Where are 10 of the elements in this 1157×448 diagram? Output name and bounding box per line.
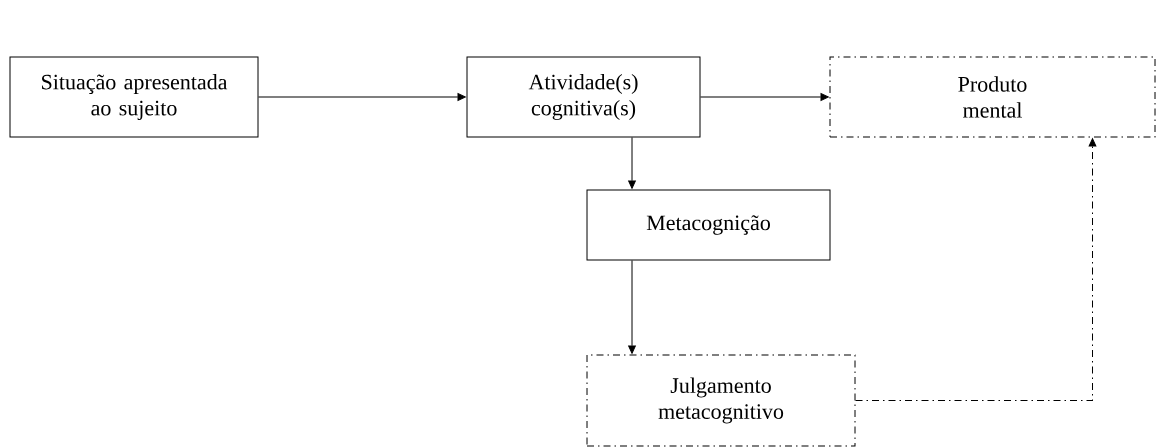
- process-box: Atividade(s) cognitiva(s): [466, 56, 701, 138]
- dashed-box: Produto mental: [829, 56, 1156, 138]
- dashed-box: Julgamento metacognitivo: [586, 354, 856, 447]
- arrow: [628, 137, 636, 189]
- arrow: [700, 93, 829, 101]
- dashed-arrow: [855, 138, 1097, 401]
- arrow: [628, 260, 636, 354]
- process-box: Metacognição: [586, 189, 831, 261]
- arrow: [258, 93, 466, 101]
- process-box: Situação apresentada ao sujeito: [9, 56, 259, 138]
